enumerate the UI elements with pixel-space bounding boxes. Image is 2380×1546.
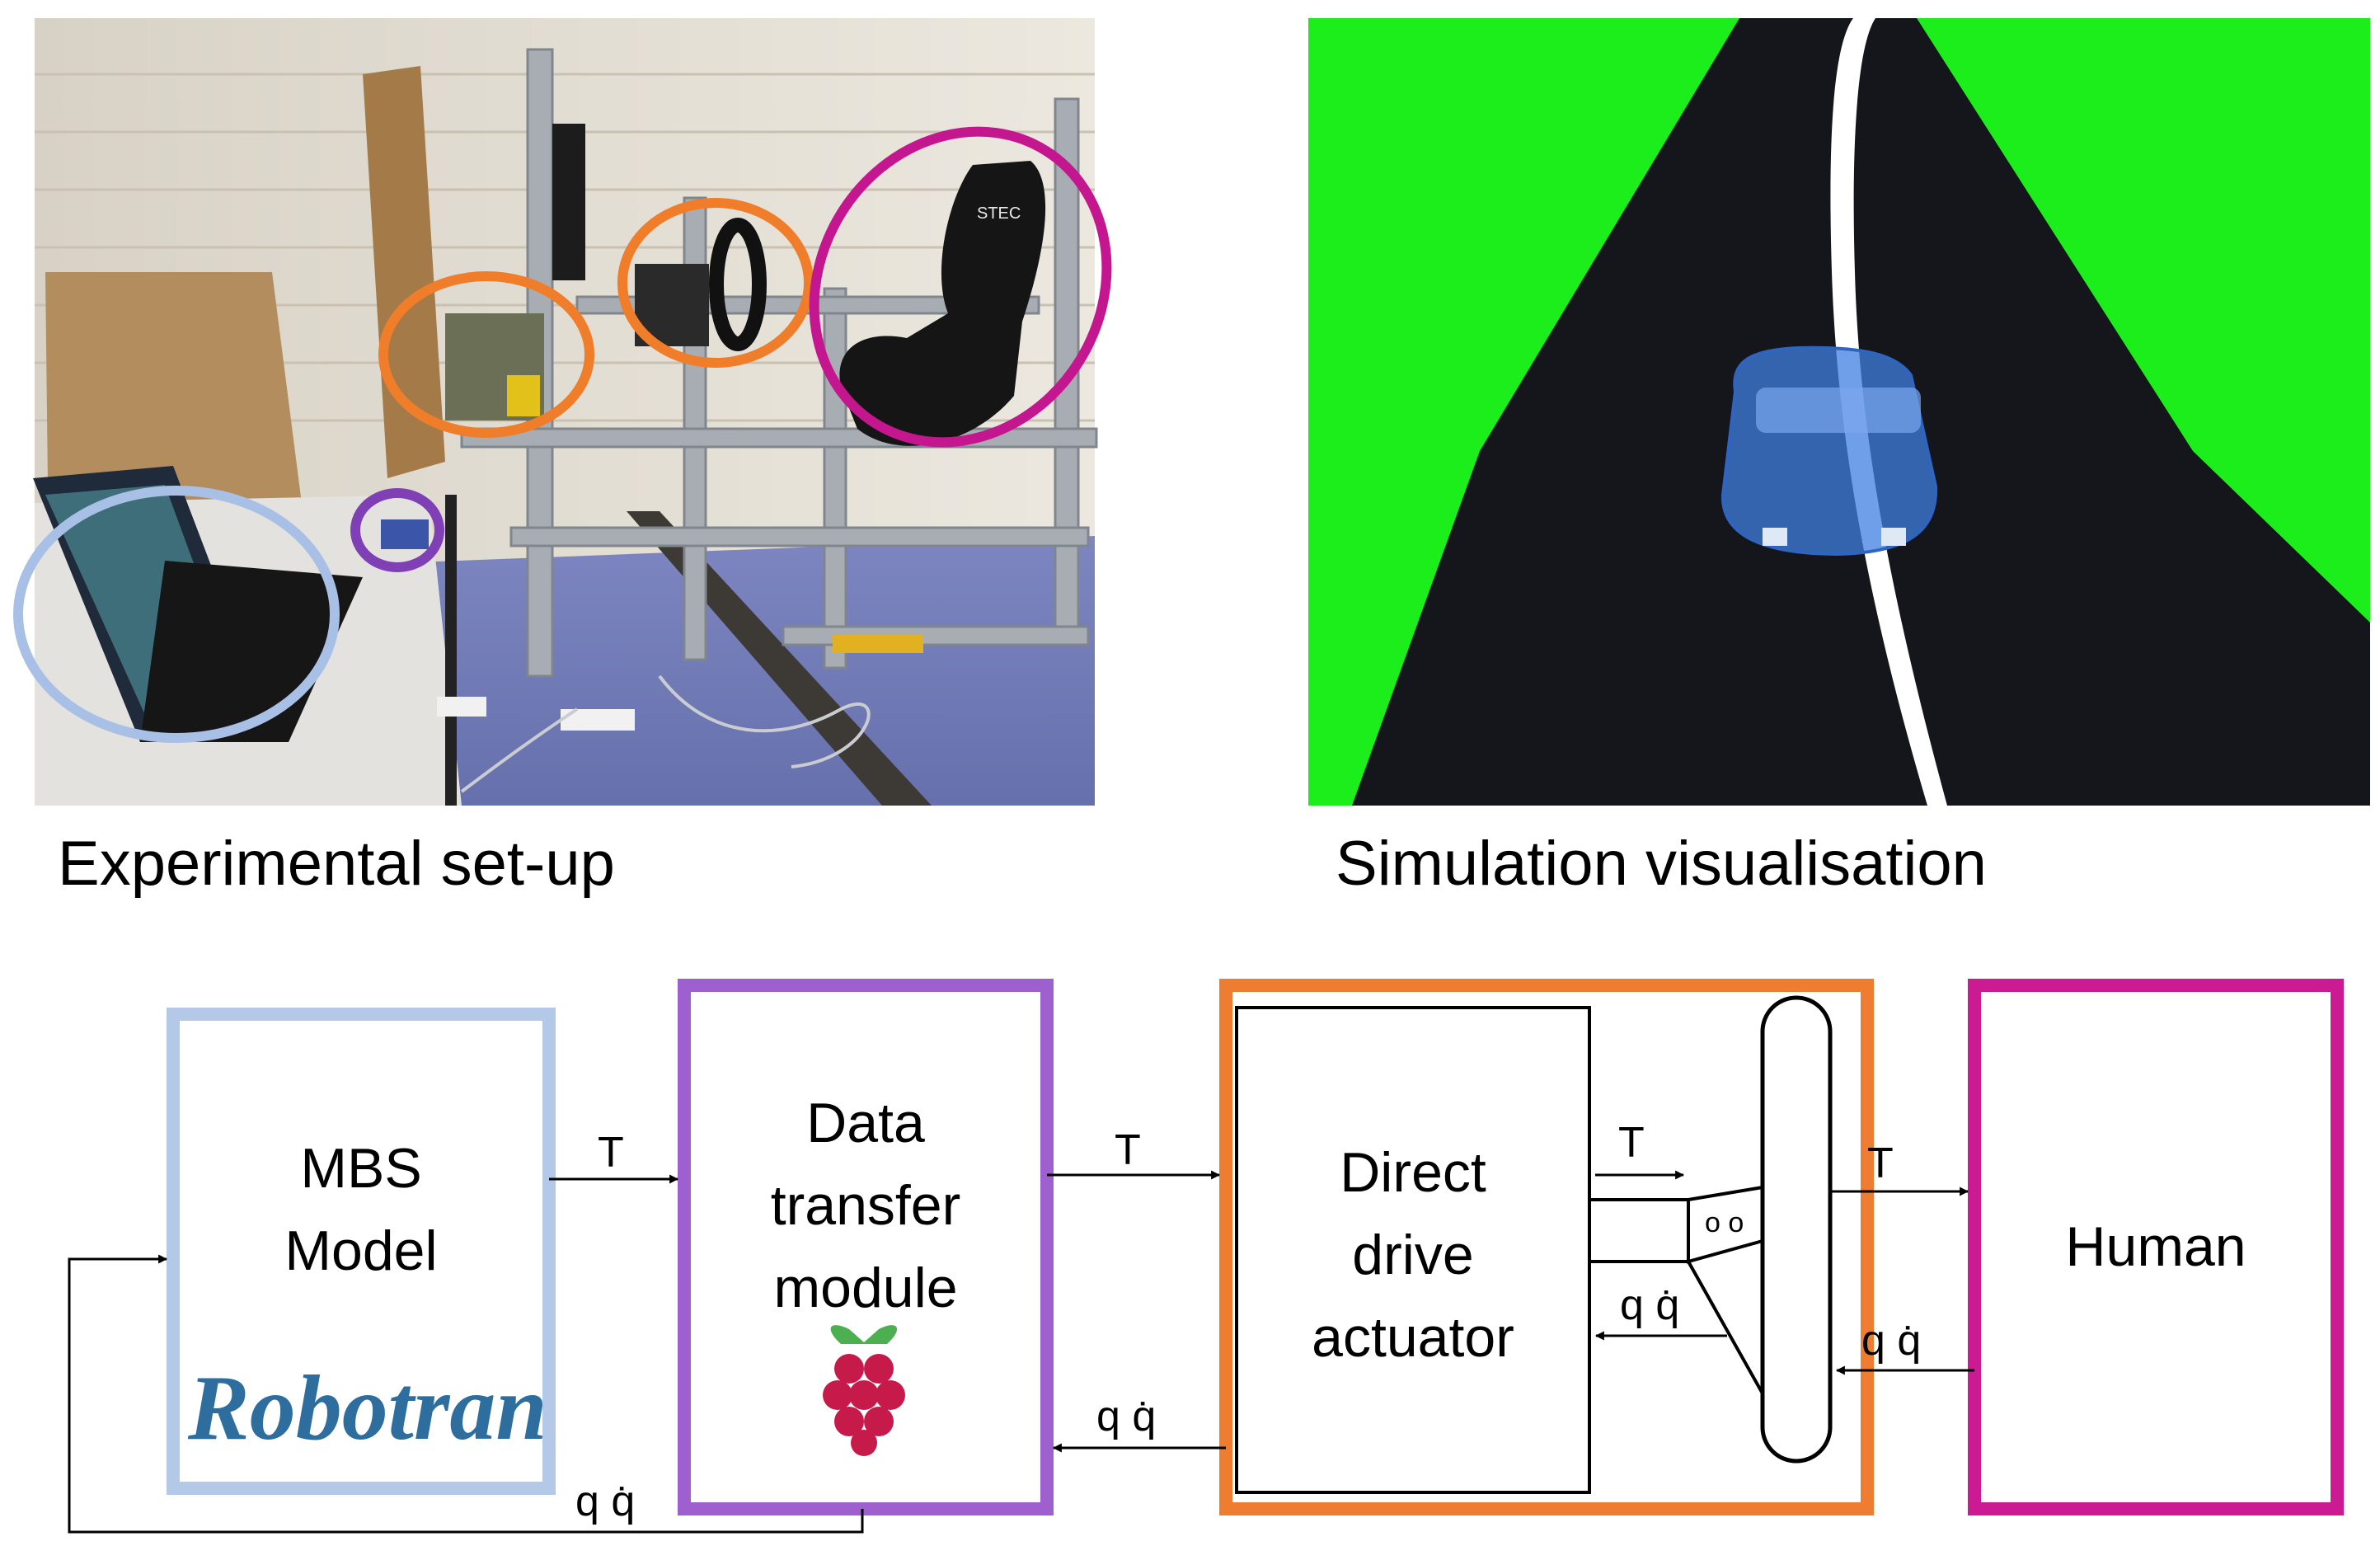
direct-label: Direct [1340,1141,1486,1204]
steering-hub-symbol: o o [1705,1207,1744,1238]
module-label: module [773,1257,957,1319]
model-label: Model [284,1219,437,1282]
actuator-highlight-wheel [617,198,814,368]
torque-label-2: T [1115,1126,1141,1174]
torque-label-3: T [1618,1119,1645,1167]
drive-label: drive [1352,1224,1473,1286]
mbs-model-highlight [13,486,340,743]
simulation-view [1308,18,2370,806]
state-label-actuator: q q̇ [1620,1281,1679,1329]
torque-label-1: T [598,1129,624,1177]
block-diagram: MBS Model Robotran Data transfer module … [68,979,2344,1534]
actuator-label: actuator [1312,1306,1514,1369]
arrow-feedback-to-mbs [68,1254,864,1534]
yellow-box [507,375,540,416]
data-transfer-highlight [350,488,444,572]
yellow-block [833,635,923,653]
photo-caption: Experimental set-up [58,829,615,899]
experimental-setup-photo: STEC [13,18,1112,806]
mbs-label: MBS [300,1137,421,1200]
robotran-logo: Robotran [187,1357,547,1459]
state-label-data: q q̇ [1096,1393,1156,1440]
laptop-keyboard [140,561,363,742]
steering-wheel-icon [1760,995,1833,1464]
steering-wheel-photo [709,218,767,351]
car-model [1720,345,1938,557]
state-label-human: q q̇ [1861,1317,1921,1365]
human-block [1968,979,2344,1515]
human-seat-highlight [809,126,1112,448]
racing-seat [839,161,1046,446]
seat-logo: STEC [977,204,1021,223]
raspberry-pi-icon [823,1325,905,1456]
pi-board [381,519,429,549]
transfer-label: transfer [771,1174,961,1237]
actuator-inner-block [1235,1006,1591,1494]
data-label: Data [806,1092,925,1154]
torque-label-4: T [1867,1140,1894,1187]
cables [460,674,871,793]
simulation-caption: Simulation visualisation [1336,829,1987,899]
power-strip-2 [437,697,486,717]
state-label-feedback: q q̇ [575,1478,635,1525]
table-leg [445,495,457,806]
actuator-highlight-electronics [378,271,594,438]
monitor [552,124,585,280]
mbs-model-block [167,1008,556,1495]
human-label: Human [2065,1215,2246,1278]
